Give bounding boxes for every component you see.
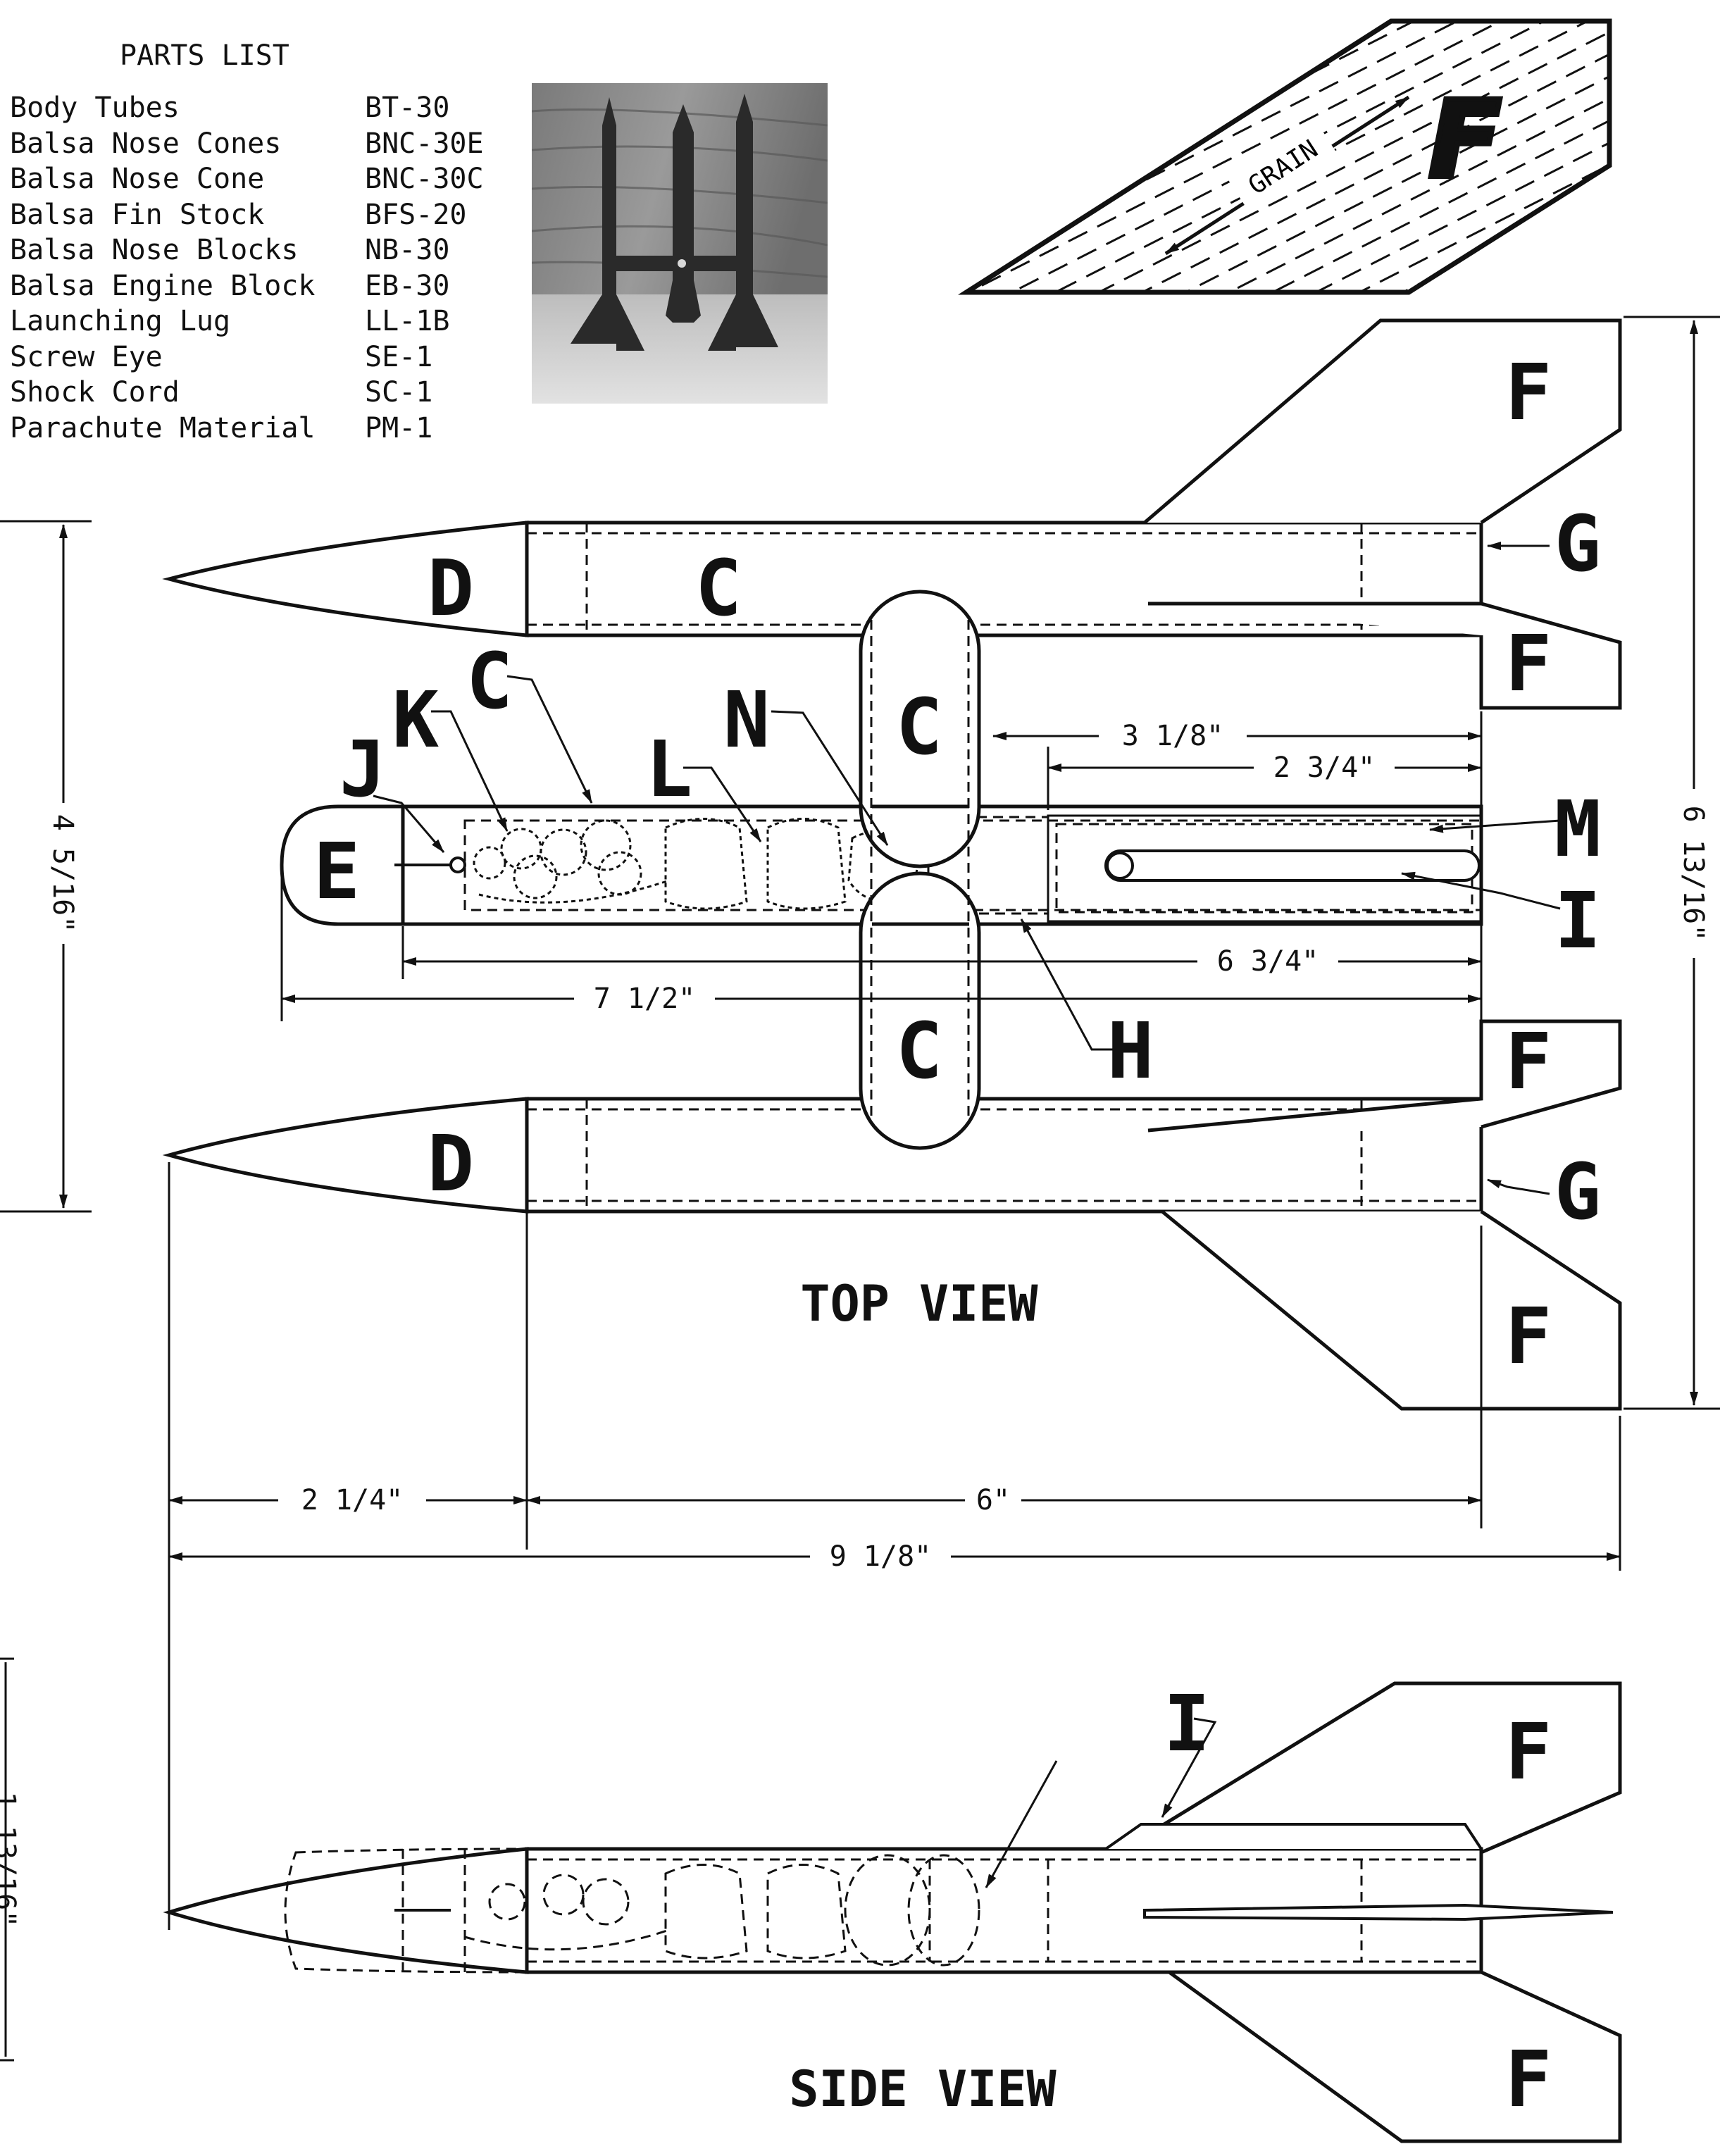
label-j: J [339, 724, 386, 814]
upper-rocket [162, 318, 1622, 710]
lower-rocket [162, 1019, 1622, 1411]
part-code: BT-30 [365, 92, 450, 125]
part-code: PM-1 [365, 411, 433, 444]
label-i-side: I [1164, 1678, 1210, 1769]
part-name: Balsa Engine Block [10, 269, 316, 302]
label-c-nose-lower: C [896, 1006, 942, 1096]
part-code: SC-1 [365, 376, 433, 409]
parts-row: Balsa Nose Blocks NB-30 [10, 232, 484, 268]
nose-cone-c-upper [859, 590, 981, 868]
part-code: SE-1 [365, 340, 433, 373]
shock-cord-coils [473, 818, 918, 910]
label-f-2: F [1505, 618, 1552, 709]
parts-list-title: PARTS LIST [120, 39, 289, 72]
label-i-top: I [1554, 876, 1601, 966]
rocket-photo [532, 83, 828, 404]
label-c-upper: C [695, 543, 742, 633]
label-f-3: F [1505, 1016, 1552, 1107]
part-code: NB-30 [365, 234, 450, 267]
dim-6-3-4: 6 3/4" [1217, 945, 1319, 978]
label-g-upper: G [1554, 499, 1601, 589]
part-name: Launching Lug [10, 305, 231, 338]
part-code: BNC-30C [365, 163, 484, 196]
nose-cone-c-lower [859, 871, 981, 1150]
part-name: Balsa Fin Stock [10, 198, 265, 231]
label-m: M [1554, 784, 1601, 874]
part-name: Balsa Nose Blocks [10, 234, 299, 267]
fin-letter-f: F [1429, 79, 1501, 201]
label-f-6: F [1505, 2034, 1552, 2124]
side-view-title: SIDE VIEW [789, 2060, 1057, 2118]
parts-row: Launching Lug LL-1B [10, 304, 484, 339]
label-e: E [313, 826, 360, 916]
label-n: N [723, 675, 770, 765]
dim-1-13-16: 1 13/16" [0, 1792, 21, 1928]
label-f-5: F [1505, 1707, 1552, 1797]
part-name: Balsa Nose Cones [10, 127, 282, 160]
part-name: Shock Cord [10, 376, 180, 409]
part-name: Screw Eye [10, 340, 163, 373]
part-name: Balsa Nose Cone [10, 163, 265, 196]
dim-7-1-2: 7 1/2" [594, 983, 696, 1015]
part-name: Body Tubes [10, 92, 180, 125]
label-c-body: C [466, 636, 513, 726]
part-code: LL-1B [365, 305, 450, 338]
label-h: H [1107, 1006, 1154, 1096]
part-code: EB-30 [365, 269, 450, 302]
label-c-nose-upper: C [896, 682, 942, 772]
label-d-upper: D [428, 543, 474, 633]
dim-6: 6" [976, 1484, 1010, 1516]
parts-row: Balsa Nose Cone BNC-30C [10, 161, 484, 197]
leader-lines [373, 542, 1561, 1888]
dim-4-5-16: 4 5/16" [46, 814, 79, 933]
dim-9-1-8: 9 1/8" [830, 1540, 932, 1573]
dim-2-1-4: 2 1/4" [301, 1484, 404, 1516]
top-view-title: TOP VIEW [800, 1275, 1038, 1333]
label-d-lower: D [428, 1118, 474, 1209]
label-k: K [392, 675, 439, 765]
label-f-4: F [1505, 1291, 1552, 1381]
parts-row: Parachute Material PM-1 [10, 411, 484, 447]
parts-row: Balsa Engine Block EB-30 [10, 268, 484, 304]
parts-row: Screw Eye SE-1 [10, 339, 484, 375]
top-view [162, 318, 1622, 1411]
side-view [163, 1681, 1622, 2143]
parts-row: Balsa Nose Cones BNC-30E [10, 126, 484, 162]
parts-row: Shock Cord SC-1 [10, 375, 484, 411]
fin-template: GRAIN F [958, 18, 1612, 295]
part-name: Parachute Material [10, 411, 316, 444]
label-l: L [646, 724, 692, 814]
label-f-1: F [1505, 347, 1552, 437]
label-g-lower: G [1554, 1147, 1601, 1237]
dim-6-13-16: 6 13/16" [1677, 806, 1709, 942]
part-code: BNC-30E [365, 127, 484, 160]
part-code: BFS-20 [365, 198, 467, 231]
parts-row: Body Tubes BT-30 [10, 90, 484, 126]
dim-3-1-8: 3 1/8" [1122, 720, 1224, 752]
parts-row: Balsa Fin Stock BFS-20 [10, 197, 484, 233]
dim-2-3-4: 2 3/4" [1273, 752, 1376, 784]
